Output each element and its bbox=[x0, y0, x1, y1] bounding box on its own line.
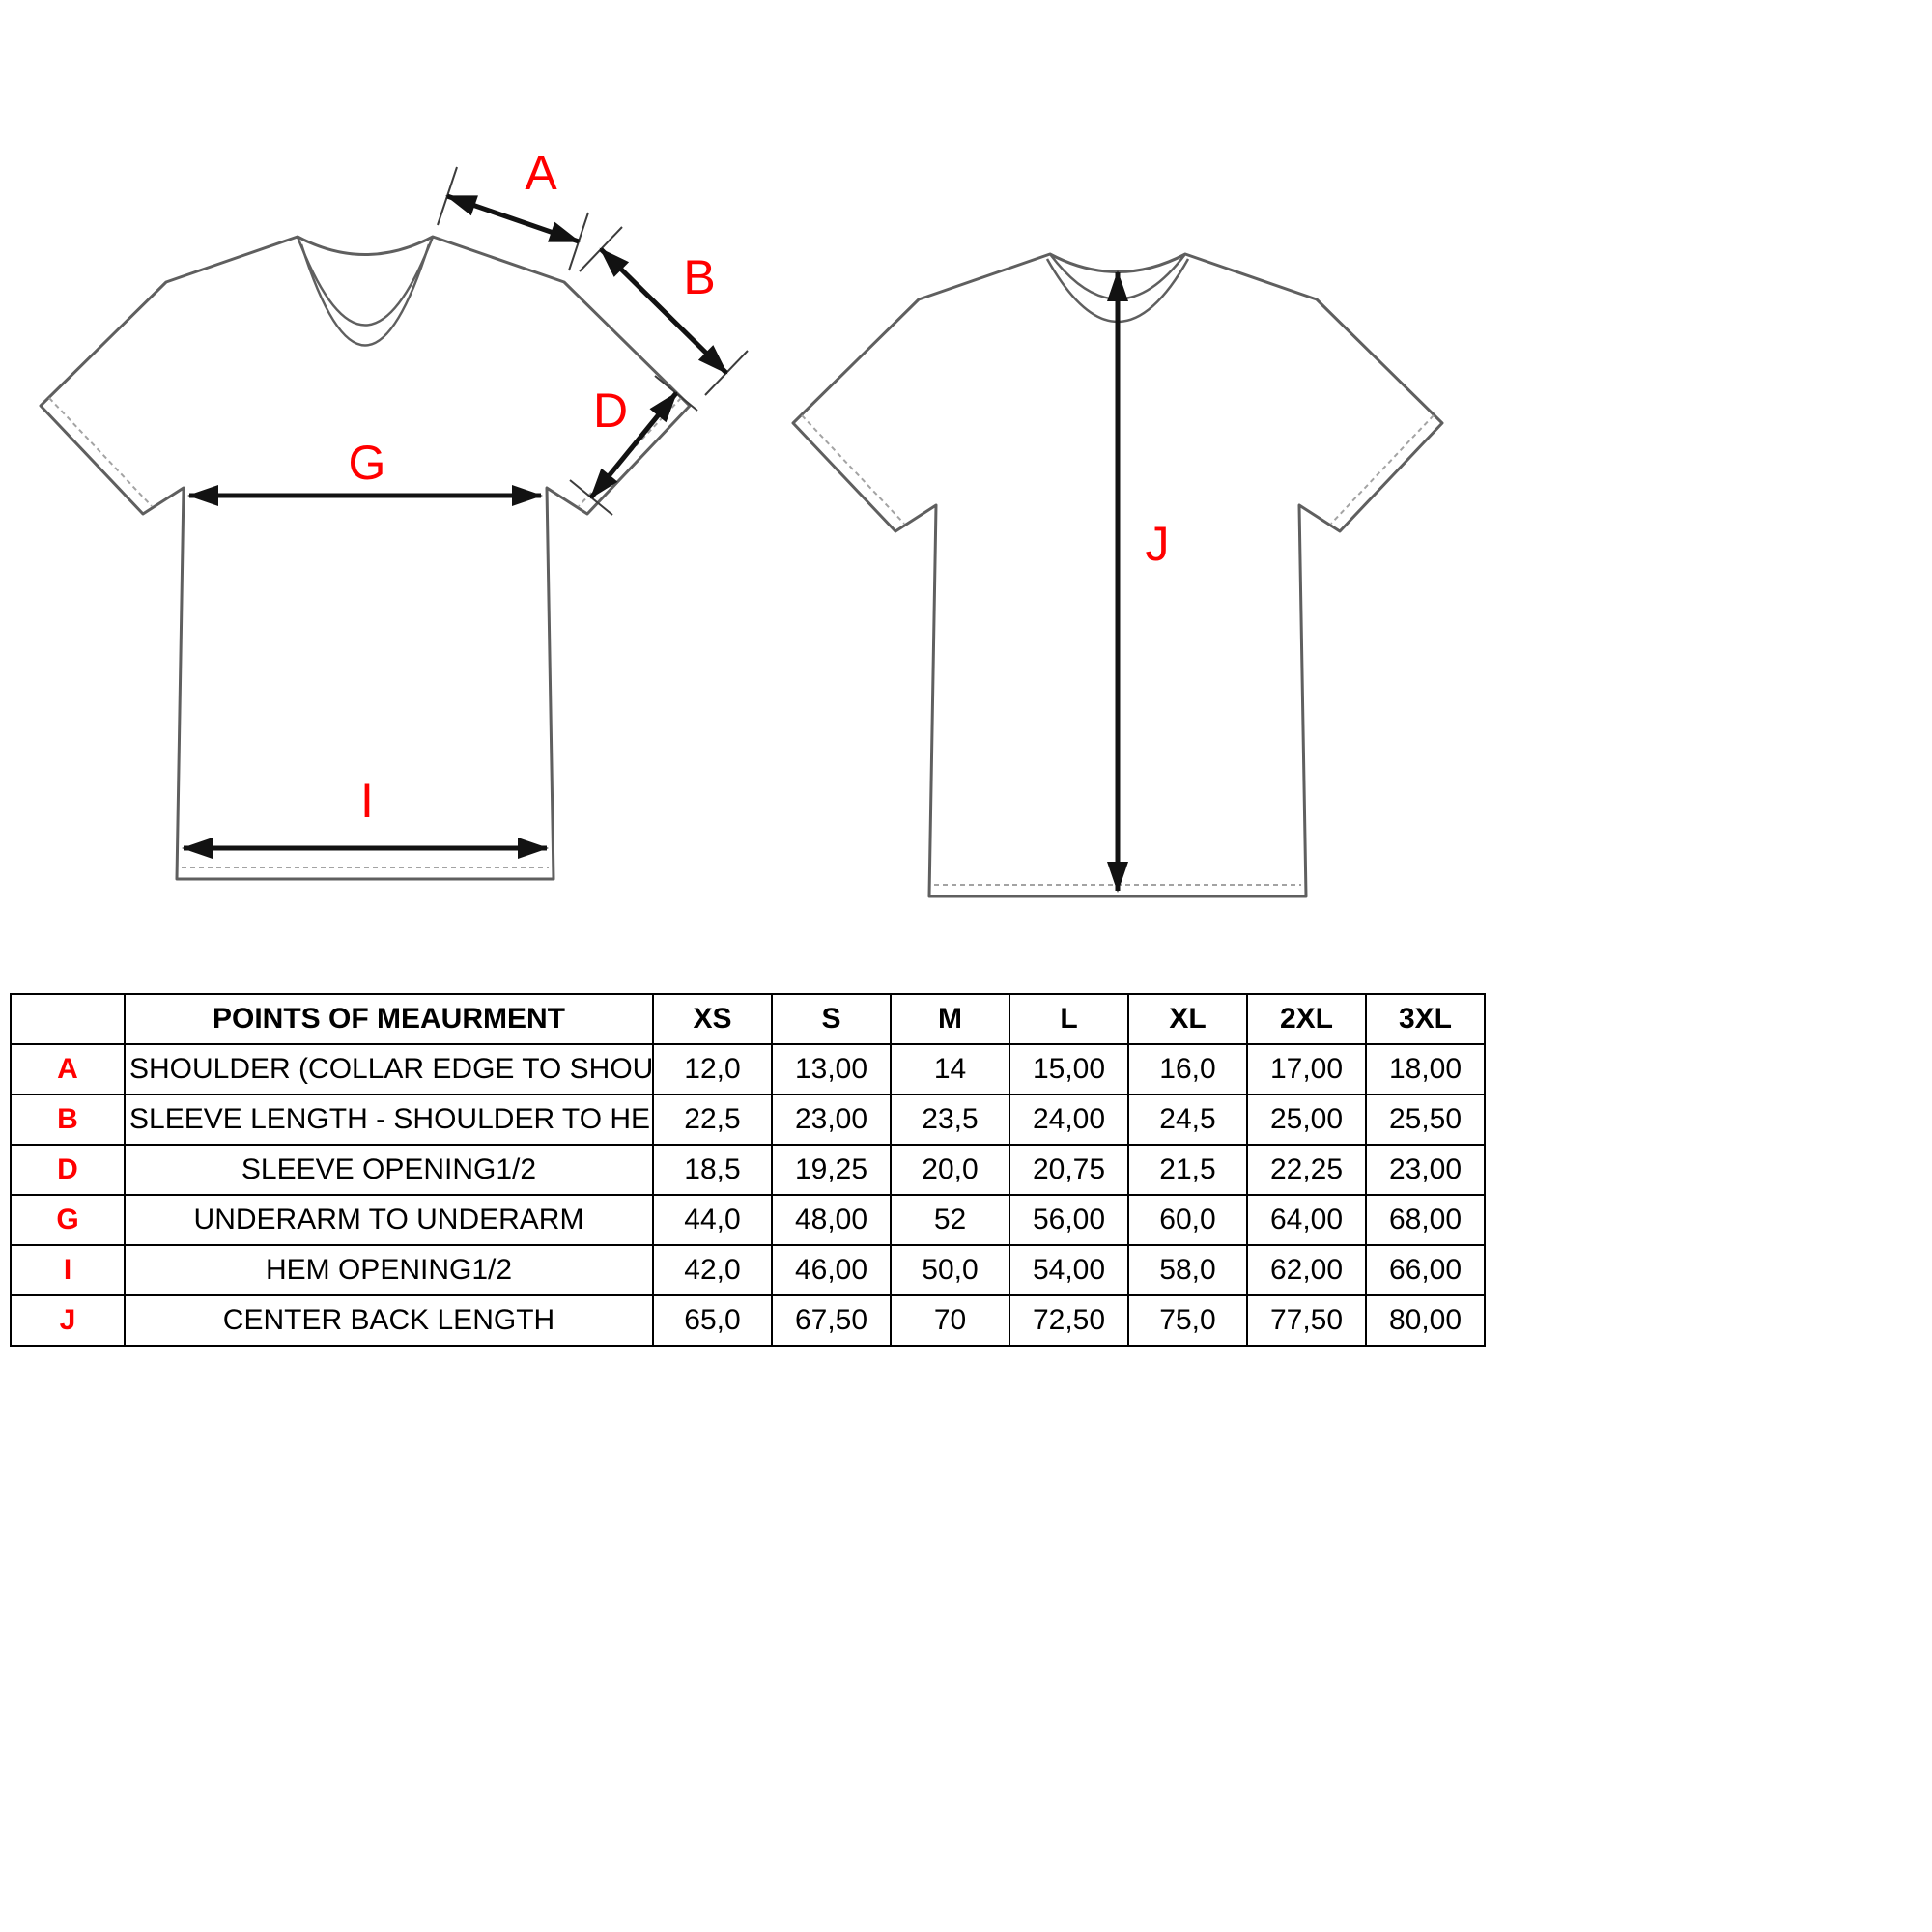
cell-value: 44,0 bbox=[652, 1194, 773, 1246]
header-size-m: M bbox=[890, 993, 1010, 1045]
cell-value: 58,0 bbox=[1127, 1244, 1248, 1296]
measurement-arrow-j: J bbox=[1107, 270, 1170, 893]
row-code: A bbox=[10, 1043, 126, 1095]
measurement-arrow-d: D bbox=[569, 375, 698, 516]
row-code: I bbox=[10, 1244, 126, 1296]
tshirt-measurement-diagram: A B D G I J bbox=[39, 146, 1444, 898]
row-name: UNDERARM TO UNDERARM bbox=[124, 1194, 654, 1246]
header-size-3xl: 3XL bbox=[1365, 993, 1486, 1045]
cell-value: 52 bbox=[890, 1194, 1010, 1246]
table-row: I HEM OPENING1/2 42,0 46,00 50,0 54,00 5… bbox=[10, 1244, 1486, 1296]
front-collar-seam bbox=[299, 243, 431, 347]
cell-value: 12,0 bbox=[652, 1043, 773, 1095]
cell-value: 68,00 bbox=[1365, 1194, 1486, 1246]
table-row: B SLEEVE LENGTH - SHOULDER TO HEM 22,5 2… bbox=[10, 1094, 1486, 1146]
cell-value: 14 bbox=[890, 1043, 1010, 1095]
measurement-table: POINTS OF MEAURMENT XS S M L XL 2XL 3XL … bbox=[10, 993, 1486, 1347]
table-row: D SLEEVE OPENING1/2 18,5 19,25 20,0 20,7… bbox=[10, 1144, 1486, 1196]
cell-value: 23,00 bbox=[1365, 1144, 1486, 1196]
cell-value: 20,0 bbox=[890, 1144, 1010, 1196]
cell-value: 24,00 bbox=[1009, 1094, 1129, 1146]
front-collar-opening bbox=[296, 236, 435, 327]
cell-value: 56,00 bbox=[1009, 1194, 1129, 1246]
header-size-s: S bbox=[771, 993, 892, 1045]
measurement-label-i: I bbox=[360, 774, 374, 828]
cell-value: 21,5 bbox=[1127, 1144, 1248, 1196]
cell-value: 64,00 bbox=[1246, 1194, 1367, 1246]
measurement-arrow-b: B bbox=[579, 226, 749, 396]
cell-value: 16,0 bbox=[1127, 1043, 1248, 1095]
header-code-cell bbox=[10, 993, 126, 1045]
cell-value: 72,50 bbox=[1009, 1294, 1129, 1347]
header-points-of-measurement: POINTS OF MEAURMENT bbox=[124, 993, 654, 1045]
measurement-label-b: B bbox=[683, 250, 715, 304]
cell-value: 50,0 bbox=[890, 1244, 1010, 1296]
front-shirt-drawing bbox=[39, 235, 692, 881]
cell-value: 24,5 bbox=[1127, 1094, 1248, 1146]
header-size-xl: XL bbox=[1127, 993, 1248, 1045]
header-size-l: L bbox=[1009, 993, 1129, 1045]
cell-value: 77,50 bbox=[1246, 1294, 1367, 1347]
row-name: HEM OPENING1/2 bbox=[124, 1244, 654, 1296]
row-name: SLEEVE LENGTH - SHOULDER TO HEM bbox=[124, 1094, 654, 1146]
header-size-2xl: 2XL bbox=[1246, 993, 1367, 1045]
cell-value: 75,0 bbox=[1127, 1294, 1248, 1347]
row-code: J bbox=[10, 1294, 126, 1347]
cell-value: 23,00 bbox=[771, 1094, 892, 1146]
cell-value: 62,00 bbox=[1246, 1244, 1367, 1296]
cell-value: 48,00 bbox=[771, 1194, 892, 1246]
measurement-label-g: G bbox=[349, 436, 386, 490]
cell-value: 25,50 bbox=[1365, 1094, 1486, 1146]
cell-value: 60,0 bbox=[1127, 1194, 1248, 1246]
cell-value: 23,5 bbox=[890, 1094, 1010, 1146]
cell-value: 67,50 bbox=[771, 1294, 892, 1347]
cell-value: 66,00 bbox=[1365, 1244, 1486, 1296]
cell-value: 22,25 bbox=[1246, 1144, 1367, 1196]
cell-value: 13,00 bbox=[771, 1043, 892, 1095]
cell-value: 15,00 bbox=[1009, 1043, 1129, 1095]
measurement-arrow-i: I bbox=[182, 774, 549, 859]
table-header-row: POINTS OF MEAURMENT XS S M L XL 2XL 3XL bbox=[10, 993, 1486, 1045]
measure-b-line bbox=[599, 247, 728, 375]
measurement-label-d: D bbox=[593, 384, 628, 438]
row-code: G bbox=[10, 1194, 126, 1246]
cell-value: 20,75 bbox=[1009, 1144, 1129, 1196]
table-row: G UNDERARM TO UNDERARM 44,0 48,00 52 56,… bbox=[10, 1194, 1486, 1246]
cell-value: 18,00 bbox=[1365, 1043, 1486, 1095]
cell-value: 70 bbox=[890, 1294, 1010, 1347]
cell-value: 22,5 bbox=[652, 1094, 773, 1146]
cell-value: 54,00 bbox=[1009, 1244, 1129, 1296]
cell-value: 17,00 bbox=[1246, 1043, 1367, 1095]
cell-value: 46,00 bbox=[771, 1244, 892, 1296]
cell-value: 42,0 bbox=[652, 1244, 773, 1296]
measurement-arrow-a: A bbox=[437, 146, 589, 271]
row-name: SLEEVE OPENING1/2 bbox=[124, 1144, 654, 1196]
cell-value: 18,5 bbox=[652, 1144, 773, 1196]
row-code: D bbox=[10, 1144, 126, 1196]
cell-value: 80,00 bbox=[1365, 1294, 1486, 1347]
measurement-label-a: A bbox=[525, 146, 557, 200]
header-size-xs: XS bbox=[652, 993, 773, 1045]
table-row: J CENTER BACK LENGTH 65,0 67,50 70 72,50… bbox=[10, 1294, 1486, 1347]
row-name: SHOULDER (COLLAR EDGE TO SHOULDER EDGE) bbox=[124, 1043, 654, 1095]
cell-value: 65,0 bbox=[652, 1294, 773, 1347]
measurement-arrow-g: G bbox=[187, 436, 543, 506]
cell-value: 19,25 bbox=[771, 1144, 892, 1196]
table-row: A SHOULDER (COLLAR EDGE TO SHOULDER EDGE… bbox=[10, 1043, 1486, 1095]
measure-a-line bbox=[445, 193, 581, 244]
row-code: B bbox=[10, 1094, 126, 1146]
row-name: CENTER BACK LENGTH bbox=[124, 1294, 654, 1347]
cell-value: 25,00 bbox=[1246, 1094, 1367, 1146]
measure-d-line bbox=[589, 391, 678, 499]
measurement-label-j: J bbox=[1146, 517, 1170, 571]
